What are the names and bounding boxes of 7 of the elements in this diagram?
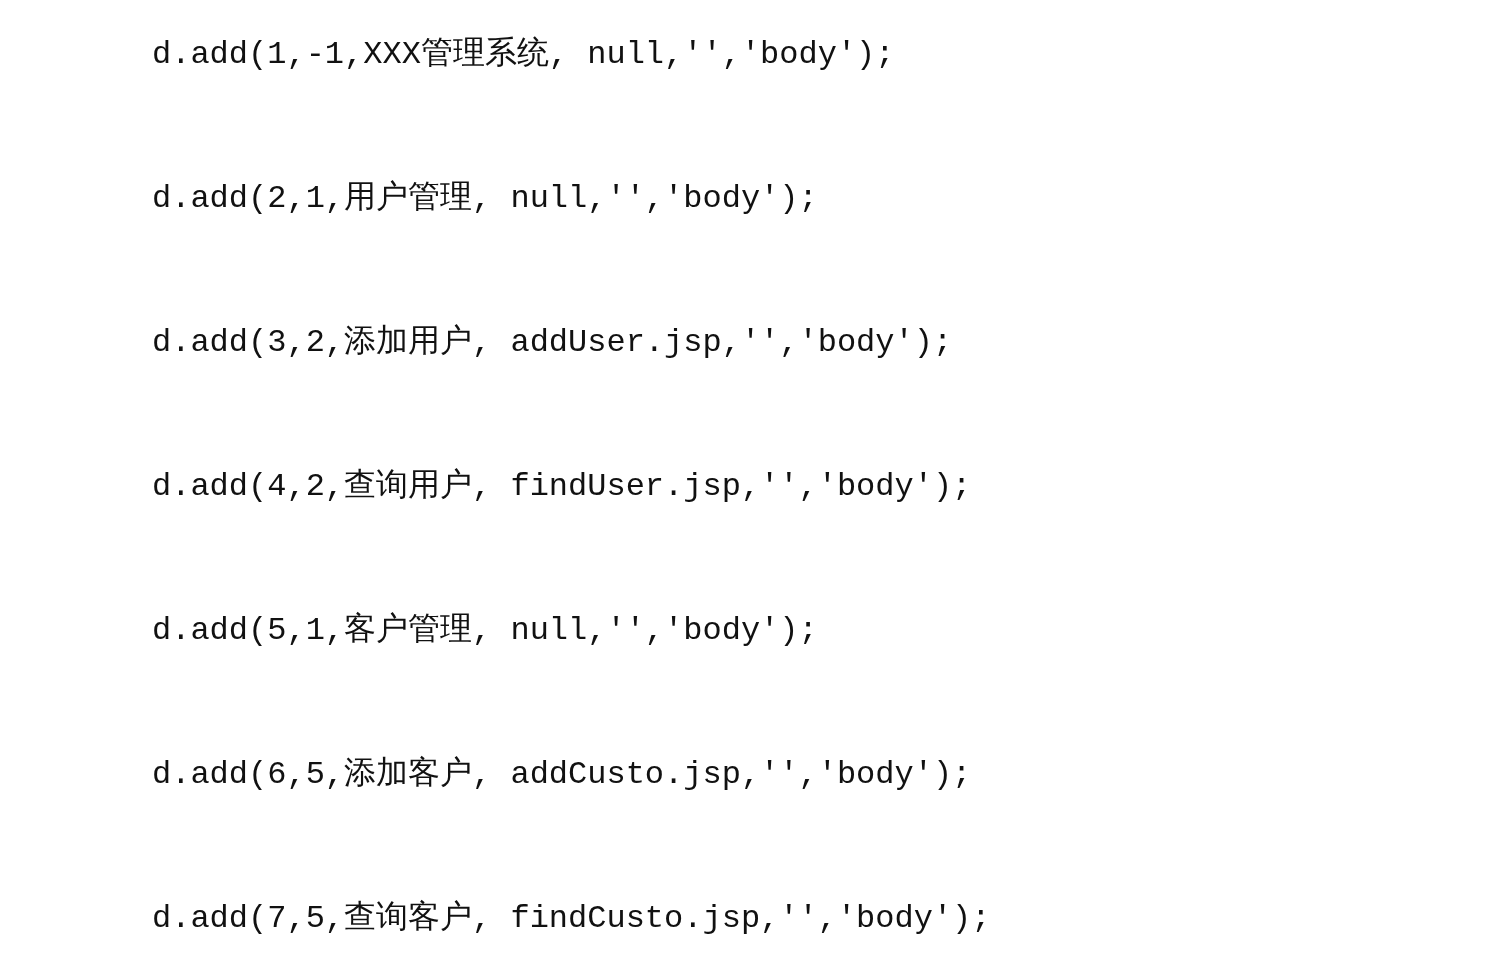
code-line: d.add(1,-1,XXX管理系统, null,'','body'); [152,35,895,75]
code-line: d.add(7,5,查询客户, findCusto.jsp,'','body'); [152,899,991,939]
code-line: d.add(4,2,查询用户, findUser.jsp,'','body'); [152,467,972,507]
code-line: d.add(6,5,添加客户, addCusto.jsp,'','body'); [152,755,972,795]
code-line: d.add(5,1,客户管理, null,'','body'); [152,611,818,651]
code-line: d.add(2,1,用户管理, null,'','body'); [152,179,818,219]
code-line: d.add(3,2,添加用户, addUser.jsp,'','body'); [152,323,953,363]
